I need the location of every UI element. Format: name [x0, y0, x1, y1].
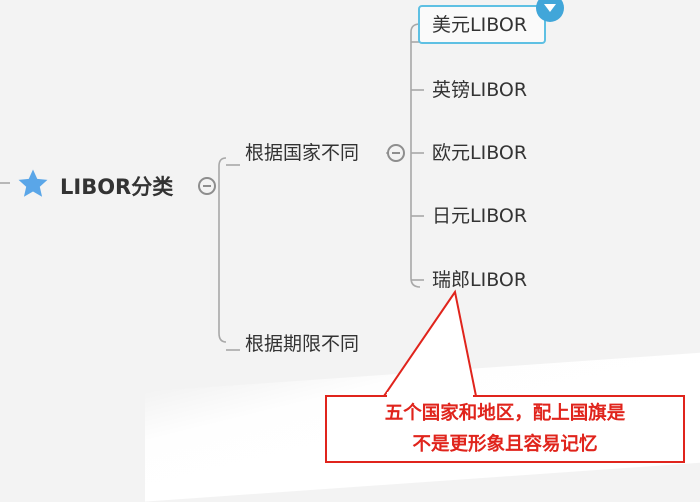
annotation-text: 五个国家和地区，配上国旗是 不是更形象且容易记忆: [325, 398, 685, 460]
branch-node-by-country[interactable]: 根据国家不同: [245, 142, 360, 164]
annotation-line-2: 不是更形象且容易记忆: [412, 434, 598, 455]
root-collapse-toggle[interactable]: [198, 177, 216, 195]
child-node-gbp-libor[interactable]: 英镑LIBOR: [432, 79, 528, 101]
callout-pointer-mask: [387, 392, 473, 398]
branch-node-by-term[interactable]: 根据期限不同: [245, 333, 360, 355]
node-menu-dropdown-icon[interactable]: [536, 0, 564, 22]
branch-collapse-toggle[interactable]: [387, 144, 405, 162]
selected-node-frame[interactable]: [418, 5, 546, 44]
root-node-label: LIBOR分类: [60, 175, 174, 199]
annotation-line-1: 五个国家和地区，配上国旗是: [384, 403, 626, 424]
root-node[interactable]: LIBOR分类: [16, 166, 173, 206]
child-node-chf-libor[interactable]: 瑞郎LIBOR: [432, 269, 528, 291]
child-node-jpy-libor[interactable]: 日元LIBOR: [432, 205, 528, 227]
annotation-callout-box: [325, 395, 685, 463]
child-node-eur-libor[interactable]: 欧元LIBOR: [432, 142, 528, 164]
star-icon: [16, 167, 50, 205]
child-node-usd-libor[interactable]: 美元LIBOR: [432, 14, 528, 36]
